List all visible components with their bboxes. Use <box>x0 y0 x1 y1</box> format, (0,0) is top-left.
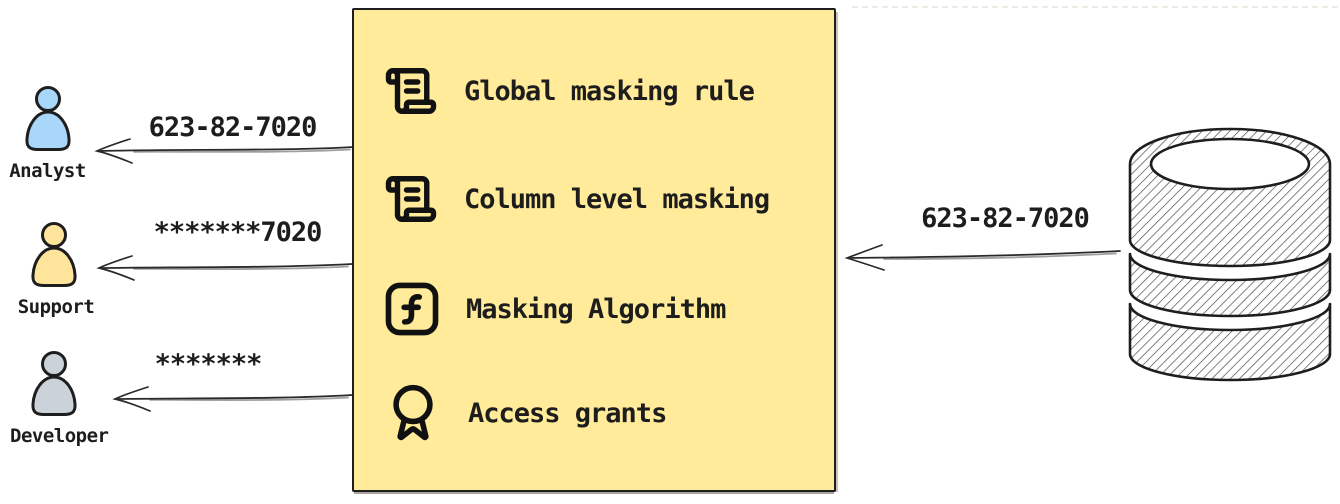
masking-rule-label: Access grants <box>468 397 667 429</box>
arrow-to-analyst-icon <box>94 138 355 164</box>
masked-value-label: 623-82-7020 <box>148 112 318 143</box>
arrow-to-support-icon <box>96 255 353 281</box>
actor-label: Developer <box>10 425 109 447</box>
scroll-icon <box>385 68 437 114</box>
arrow-to-panel-icon <box>844 244 1121 271</box>
masking-rule-label: Global masking rule <box>464 75 755 107</box>
masking-rules-panel: Global masking rule Column level masking… <box>352 8 836 492</box>
person-icon <box>31 222 77 287</box>
database-icon <box>1128 127 1332 382</box>
person-icon <box>25 86 71 151</box>
masking-rule-item: Global masking rule <box>384 64 755 118</box>
masking-rule-item: Column level masking <box>384 172 770 226</box>
database-value-label: 623-82-7020 <box>921 203 1090 234</box>
masked-value-label: ******* <box>154 349 263 380</box>
person-icon <box>31 351 77 416</box>
arrow-to-developer-icon <box>112 386 353 412</box>
actor-label: Support <box>17 296 95 318</box>
masking-rule-label: Column level masking <box>464 183 770 215</box>
masking-rule-item: Access grants <box>384 382 667 444</box>
function-square-icon <box>385 282 439 336</box>
award-icon <box>393 384 433 441</box>
actor-analyst <box>21 86 75 154</box>
top-border-line <box>852 6 1338 8</box>
scroll-icon <box>385 176 437 222</box>
masking-rule-label: Masking Algorithm <box>466 293 726 325</box>
actor-support <box>27 222 81 290</box>
masked-value-label: *******7020 <box>153 217 323 248</box>
actor-label: Analyst <box>9 160 86 182</box>
actor-developer <box>27 351 81 419</box>
masking-rule-item: Masking Algorithm <box>384 281 726 337</box>
